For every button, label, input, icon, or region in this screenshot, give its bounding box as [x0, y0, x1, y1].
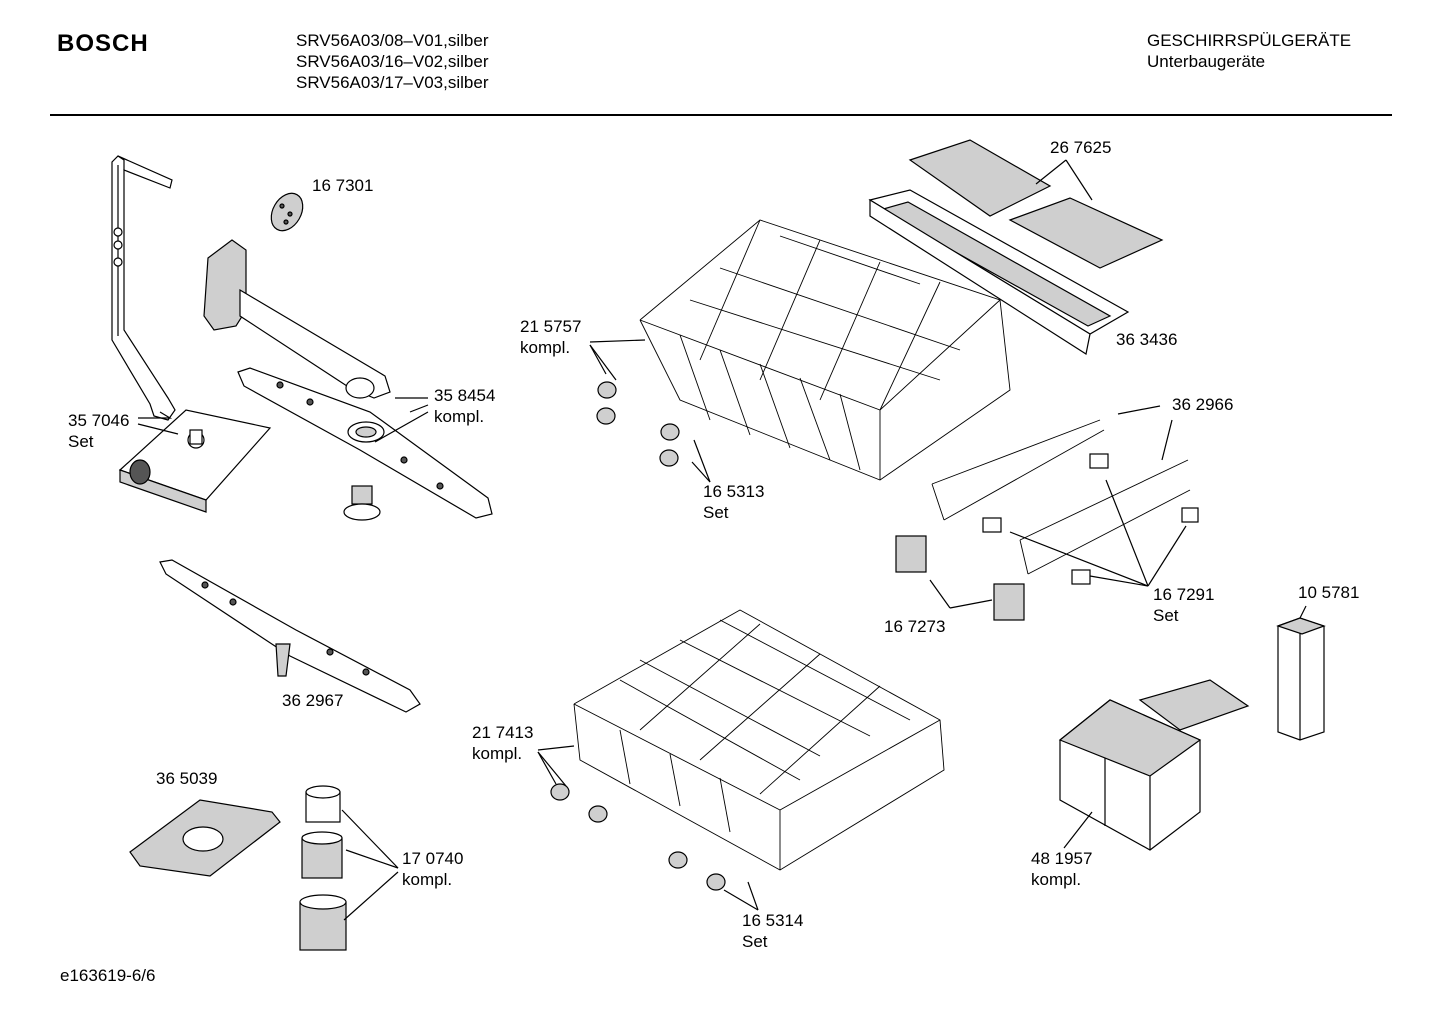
part-number: 36 2967 [282, 691, 344, 710]
header-divider [50, 114, 1392, 116]
upper-basket-drawing [639, 219, 1011, 481]
part-number: 35 8454 [434, 386, 496, 405]
part-note: kompl. [402, 870, 453, 889]
part-note: Set [742, 932, 768, 951]
part-label: 17 0740 kompl. [402, 848, 463, 890]
part-number: 16 5313 [703, 482, 765, 501]
part-label: 10 5781 [1298, 582, 1359, 603]
filter-plate-drawing [129, 799, 281, 877]
part-label: 36 5039 [156, 768, 217, 789]
part-note: kompl. [434, 407, 485, 426]
part-label: 36 2967 [282, 690, 343, 711]
part-note: Set [1153, 606, 1179, 625]
spray-arm-hub-drawing [343, 485, 381, 521]
part-number: 21 7413 [472, 723, 534, 742]
part-label: 26 7625 [1050, 137, 1111, 158]
brand-logo: BOSCH [57, 30, 149, 57]
part-label: 35 8454 kompl. [434, 385, 495, 427]
lower-arm-upper-drawing [237, 367, 493, 519]
leader-lines [137, 159, 1307, 921]
cutlery-tray-drawing [868, 189, 1130, 355]
clip-drawing [895, 453, 1199, 621]
part-number: 16 7301 [312, 176, 374, 195]
cup-shelf-drawing [908, 139, 1164, 269]
part-note: kompl. [1031, 870, 1082, 889]
tine-row-drawing [931, 419, 1191, 575]
filter-set-drawing [299, 785, 347, 951]
part-number: 36 2966 [1172, 395, 1234, 414]
part-number: 16 5314 [742, 911, 804, 930]
part-number: 16 7291 [1153, 585, 1215, 604]
spray-pipe-drawing [111, 155, 176, 421]
basket-roller-drawing [596, 381, 680, 467]
part-label: 16 7273 [884, 616, 945, 637]
rinse-box-drawing [1276, 617, 1326, 741]
model-line: SRV56A03/17–V03,silber [296, 73, 489, 92]
part-note: Set [68, 432, 94, 451]
part-number: 48 1957 [1031, 849, 1093, 868]
category-title: GESCHIRRSPÜLGERÄTE [1147, 31, 1352, 50]
category-block: GESCHIRRSPÜLGERÄTE Unterbaugeräte [1147, 30, 1351, 72]
part-note: kompl. [520, 338, 571, 357]
filter-housing-drawing [118, 409, 272, 513]
cutlery-basket-drawing [1058, 679, 1250, 851]
part-number: 21 5757 [520, 317, 582, 336]
part-number: 36 3436 [1116, 330, 1178, 349]
category-subtitle: Unterbaugeräte [1147, 52, 1266, 71]
part-label: 36 2966 [1172, 394, 1233, 415]
part-label: 21 5757 kompl. [520, 316, 581, 358]
lower-basket-drawing [573, 609, 945, 871]
part-number: 10 5781 [1298, 583, 1360, 602]
part-label: 48 1957 kompl. [1031, 848, 1092, 890]
lower-spray-arm-drawing [159, 559, 421, 713]
part-label: 16 7301 [312, 175, 373, 196]
model-line: SRV56A03/16–V02,silber [296, 52, 489, 71]
lower-basket-roller-drawing [550, 783, 726, 891]
drawing-id: e163619-6/6 [60, 966, 156, 985]
upper-spray-arm-drawing [203, 239, 391, 399]
part-number: 26 7625 [1050, 138, 1112, 157]
part-number: 16 7273 [884, 617, 946, 636]
part-note: Set [703, 503, 729, 522]
model-list: SRV56A03/08–V01,silber SRV56A03/16–V02,s… [296, 30, 489, 93]
part-number: 36 5039 [156, 769, 218, 788]
part-label: 36 3436 [1116, 329, 1177, 350]
part-number: 35 7046 [68, 411, 130, 430]
part-note: kompl. [472, 744, 523, 763]
part-number: 17 0740 [402, 849, 464, 868]
filter-disc-drawing [270, 192, 304, 232]
part-label: 21 7413 kompl. [472, 722, 533, 764]
model-line: SRV56A03/08–V01,silber [296, 31, 489, 50]
